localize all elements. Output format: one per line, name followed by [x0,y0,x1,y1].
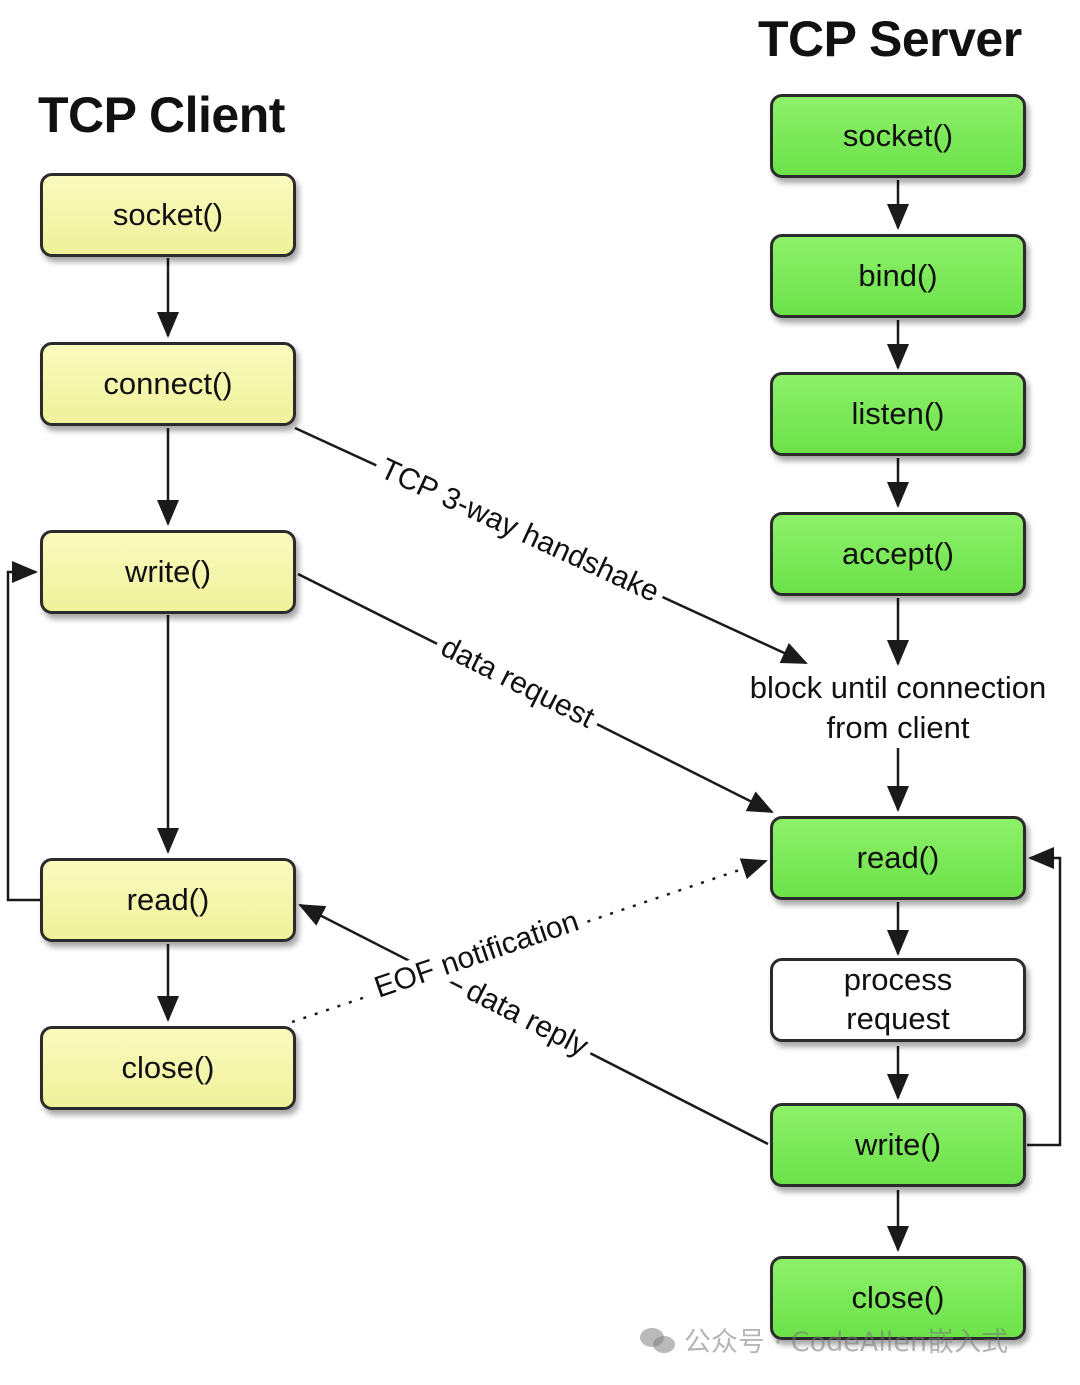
client-close-box: close() [40,1026,296,1110]
wechat-icon [640,1326,676,1354]
server-accept-box: accept() [770,512,1026,596]
server-process-request-box: process request [770,958,1026,1042]
client-connect-box: connect() [40,342,296,426]
server-write-box: write() [770,1103,1026,1187]
edge-client-loop [6,561,40,902]
edge-server-loop [1027,847,1062,1147]
client-write-box: write() [40,530,296,614]
server-listen-box: listen() [770,372,1026,456]
block-until-connection-note: block until connection from client [749,670,1047,746]
server-close-box: close() [770,1256,1026,1340]
server-read-box: read() [770,816,1026,900]
client-socket-box: socket() [40,173,296,257]
server-bind-box: bind() [770,234,1026,318]
watermark-text: 公众号 · CodeAllen嵌入式 [684,1327,1009,1358]
client-read-box: read() [40,858,296,942]
watermark: 公众号 · CodeAllen嵌入式 [640,1320,1008,1359]
client-title: TCP Client [38,87,285,143]
server-title: TCP Server [758,11,1022,67]
server-socket-box: socket() [770,94,1026,178]
